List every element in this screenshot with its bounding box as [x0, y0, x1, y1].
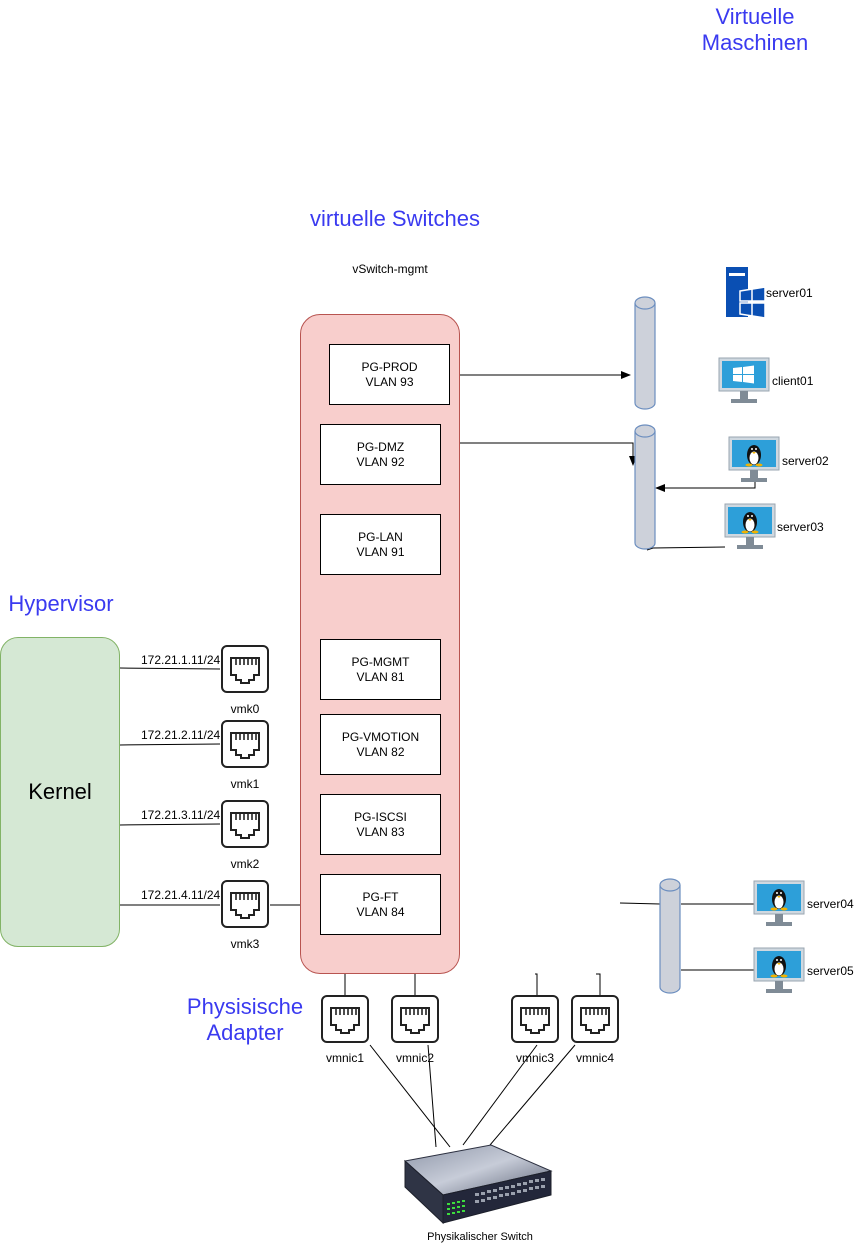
port-group-vlan: VLAN 92	[356, 454, 405, 469]
windows-client-icon[interactable]	[718, 357, 770, 405]
port-group-name: PG-ISCSI	[354, 809, 407, 824]
ethernet-port-icon[interactable]	[221, 720, 269, 768]
vmnic4-uplink	[596, 973, 601, 995]
heading-line: Adapter	[206, 1020, 284, 1045]
port-group-dmz[interactable]: PG-DMZ VLAN 92	[320, 424, 441, 485]
physical-switch-icon[interactable]	[403, 1143, 553, 1225]
virtual-switches-heading: virtuelle Switches	[310, 206, 480, 231]
segment3-left-link	[619, 902, 661, 905]
physical-adapters-heading: Physisische Adapter	[175, 994, 315, 1046]
port-group-vlan: VLAN 82	[356, 744, 405, 759]
windows-server-icon[interactable]	[724, 267, 766, 319]
port-group-prod[interactable]: PG-PROD VLAN 93	[329, 344, 450, 405]
vmnic1-phys-link	[369, 1044, 451, 1148]
server05-label: server05	[807, 964, 854, 978]
vmk3-label: vmk3	[230, 937, 260, 951]
vmnic4-label: vmnic4	[575, 1051, 614, 1065]
vmnic1-label: vmnic1	[325, 1051, 364, 1065]
vmk1-label: vmk1	[230, 777, 260, 791]
vmnic4-phys-link	[489, 1044, 576, 1146]
port-group-name: PG-LAN	[358, 529, 403, 544]
virtual-machines-heading: Virtuelle Maschinen	[680, 4, 830, 56]
port-group-name: PG-MGMT	[351, 654, 410, 669]
network-segment-prod[interactable]	[632, 295, 658, 413]
network-segment-servers[interactable]	[657, 877, 683, 997]
port-group-vlan: VLAN 91	[356, 544, 405, 559]
heading-line: Virtuelle	[715, 4, 795, 29]
linux-monitor-icon[interactable]	[753, 880, 805, 928]
vmk2-label: vmk2	[230, 857, 260, 871]
port-group-vmotion[interactable]: PG-VMOTION VLAN 82	[320, 714, 441, 775]
server03-label: server03	[777, 520, 824, 534]
port-group-ft[interactable]: PG-FT VLAN 84	[320, 874, 441, 935]
port-group-vlan: VLAN 81	[356, 669, 405, 684]
port-group-iscsi[interactable]: PG-ISCSI VLAN 83	[320, 794, 441, 855]
vmk3-ip-label: 172.21.4.11/24	[141, 888, 221, 902]
physical-switch-label: Physikalischer Switch	[427, 1231, 533, 1243]
kernel-box[interactable]: Kernel	[0, 637, 120, 947]
vmnic3-phys-link	[462, 1044, 538, 1146]
port-group-name: PG-PROD	[361, 359, 418, 374]
vmk1-ip-label: 172.21.2.11/24	[141, 728, 221, 742]
network-segment-dmz[interactable]	[632, 423, 658, 553]
port-group-vlan: VLAN 83	[356, 824, 405, 839]
vmk0-label: vmk0	[230, 702, 260, 716]
server01-label: server01	[766, 286, 813, 300]
vmnic3-label: vmnic3	[515, 1051, 554, 1065]
linux-monitor-icon[interactable]	[728, 436, 780, 484]
port-group-name: PG-VMOTION	[341, 729, 420, 744]
vmk2-link	[119, 823, 221, 826]
heading-line: Physisische	[186, 994, 304, 1019]
port-group-mgmt[interactable]: PG-MGMT VLAN 81	[320, 639, 441, 700]
vmnic3-uplink	[535, 973, 538, 995]
ethernet-port-icon[interactable]	[221, 645, 269, 693]
vswitch-name: vSwitch-mgmt	[352, 262, 428, 276]
ethernet-port-icon[interactable]	[391, 995, 439, 1043]
client01-label: client01	[772, 374, 814, 388]
ethernet-port-icon[interactable]	[511, 995, 559, 1043]
ethernet-port-icon[interactable]	[221, 880, 269, 928]
server04-label: server04	[807, 897, 854, 911]
vmnic2-phys-link	[427, 1044, 437, 1148]
linux-monitor-icon[interactable]	[724, 503, 776, 551]
server03-link	[646, 546, 726, 551]
port-group-vlan: VLAN 93	[365, 374, 414, 389]
vmk0-link	[119, 667, 221, 670]
vmk2-ip-label: 172.21.3.11/24	[141, 808, 221, 822]
vmk1-link	[119, 743, 221, 746]
ethernet-port-icon[interactable]	[221, 800, 269, 848]
server02-label: server02	[782, 454, 829, 468]
vmk0-ip-label: 172.21.1.11/24	[141, 653, 221, 667]
vmnic2-label: vmnic2	[395, 1051, 434, 1065]
ethernet-port-icon[interactable]	[321, 995, 369, 1043]
port-group-lan[interactable]: PG-LAN VLAN 91	[320, 514, 441, 575]
kernel-label: Kernel	[28, 779, 92, 804]
port-group-name: PG-FT	[362, 889, 399, 904]
ethernet-port-icon[interactable]	[571, 995, 619, 1043]
linux-monitor-icon[interactable]	[753, 947, 805, 995]
hypervisor-heading: Hypervisor	[8, 591, 114, 616]
port-group-name: PG-DMZ	[356, 439, 405, 454]
port-group-vlan: VLAN 84	[356, 904, 405, 919]
pg-dmz-arrow	[440, 442, 637, 466]
heading-line: Maschinen	[701, 30, 809, 55]
